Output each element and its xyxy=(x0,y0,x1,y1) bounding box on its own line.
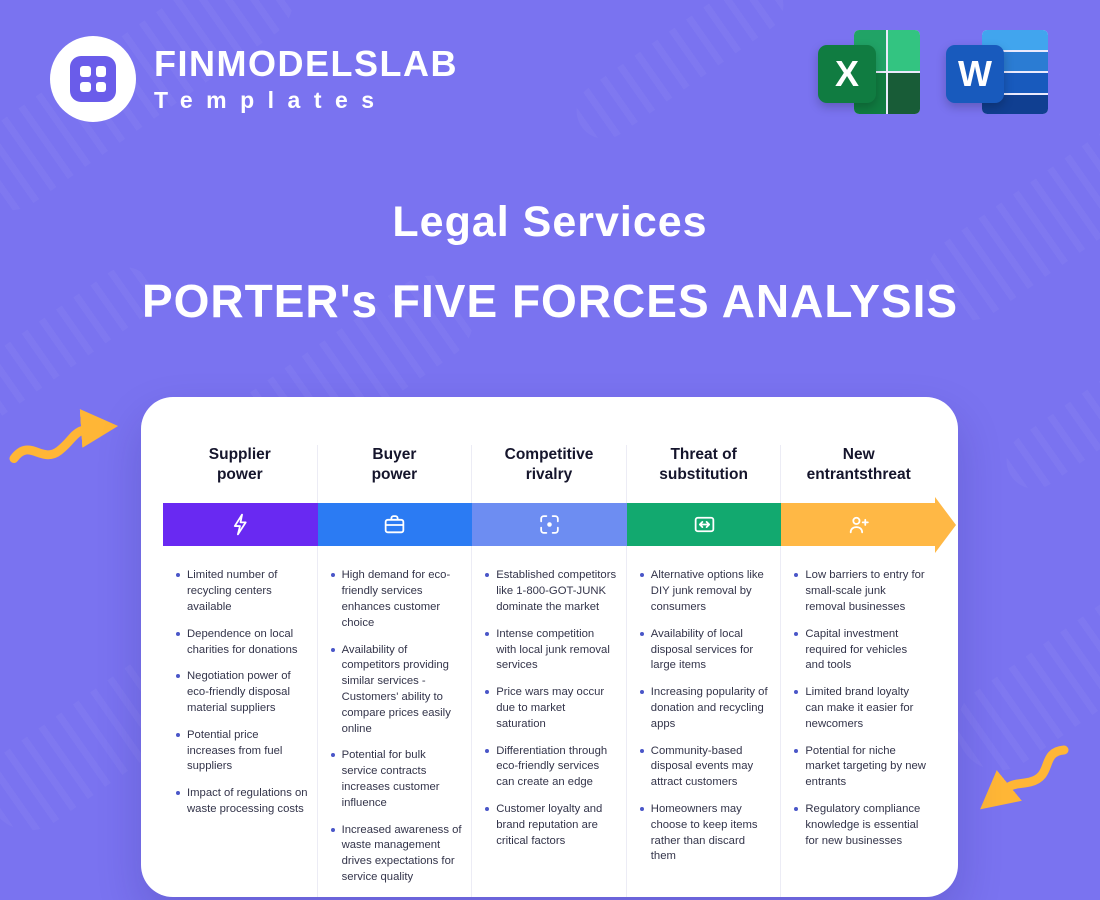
list-threat-of-substitution: Alternative options like DIY junk remova… xyxy=(627,546,782,897)
banner-segment-threat-of-substitution xyxy=(626,503,782,547)
list-buyer-power: High demand for eco-friendly services en… xyxy=(318,546,473,897)
bullet-item: Limited number of recycling centers avai… xyxy=(176,568,308,615)
brand-subtitle: Templates xyxy=(154,87,388,113)
yellow-arrow-doodle-left xyxy=(9,409,119,464)
finmodelslab-logo: FINMODELSLAB Templates xyxy=(50,36,458,122)
header-threat-of-substitution: Threat of substitution xyxy=(627,445,782,504)
bullet-item: Impact of regulations on waste processin… xyxy=(176,786,308,818)
bullet-item: Established competitors like 1-800-GOT-J… xyxy=(485,568,617,615)
bullet-item: Potential price increases from fuel supp… xyxy=(176,728,308,775)
bullet-item: Potential for bulk service contracts inc… xyxy=(330,748,463,811)
word-letter: W xyxy=(946,45,1004,103)
briefcase-icon xyxy=(385,515,405,534)
bullet-item: Increased awareness of waste management … xyxy=(330,823,463,886)
swap-arrows-icon xyxy=(694,517,714,533)
header-buyer-power: Buyer power xyxy=(318,445,473,504)
list-new-entrants-threat: Low barriers to entry for small-scale ju… xyxy=(781,546,936,897)
bullet-item: Low barriers to entry for small-scale ju… xyxy=(794,568,927,615)
excel-icon: X xyxy=(818,30,920,120)
list-competitive-rivalry: Established competitors like 1-800-GOT-J… xyxy=(472,546,627,897)
office-file-icons: X W xyxy=(818,30,1048,120)
word-icon: W xyxy=(946,30,1048,120)
bullet-item: Differentiation through eco-friendly ser… xyxy=(485,744,617,791)
banner-segment-buyer-power xyxy=(317,503,473,547)
title-main: PORTER's FIVE FORCES ANALYSIS xyxy=(141,275,959,327)
bullet-item: Increasing popularity of donation and re… xyxy=(639,685,772,732)
bullet-item: Regulatory compliance knowledge is essen… xyxy=(794,802,927,849)
bullet-item: Availability of local disposal services … xyxy=(639,627,772,674)
bullet-item: Price wars may occur due to market satur… xyxy=(485,685,617,732)
force-banner-band xyxy=(163,496,956,553)
logo-circle xyxy=(50,36,136,122)
page-title: Legal Services PORTER's FIVE FORCES ANAL… xyxy=(0,198,1100,328)
banner-arrow-head xyxy=(935,496,956,553)
header-competitive-rivalry: Competitive rivalry xyxy=(472,445,627,504)
force-lists-row: Limited number of recycling centers avai… xyxy=(163,546,936,897)
bullet-item: Community-based disposal events may attr… xyxy=(639,744,772,791)
bullet-item: Dependence on local charities for donati… xyxy=(176,627,308,659)
lightning-icon xyxy=(233,514,247,536)
yellow-arrow-doodle-right xyxy=(980,745,1069,810)
force-headers-row: Supplier power Buyer power Competitive r… xyxy=(163,445,936,504)
person-plus-icon xyxy=(849,517,869,534)
title-subject: Legal Services xyxy=(392,198,708,246)
banner-segment-competitive-rivalry xyxy=(472,503,627,547)
bullet-item: Availability of competitors providing si… xyxy=(330,643,463,738)
excel-letter: X xyxy=(818,45,876,103)
bullet-item: Alternative options like DIY junk remova… xyxy=(639,568,772,615)
header-supplier-power: Supplier power xyxy=(163,445,318,504)
list-supplier-power: Limited number of recycling centers avai… xyxy=(163,546,318,897)
bullet-item: Limited brand loyalty can make it easier… xyxy=(794,685,927,732)
header-new-entrants-threat: New entrantsthreat xyxy=(806,446,911,484)
target-icon xyxy=(540,515,559,534)
bullet-item: Intense competition with local junk remo… xyxy=(485,627,617,674)
background-brush-stroke xyxy=(565,0,795,150)
background-brush-stroke xyxy=(995,316,1100,500)
banner-segment-supplier-power xyxy=(163,503,318,547)
bullet-item: Customer loyalty and brand reputation ar… xyxy=(485,802,617,849)
bullet-item: Negotiation power of eco-friendly dispos… xyxy=(176,669,308,716)
five-forces-card: Supplier power Buyer power Competitive r… xyxy=(141,397,958,897)
bullet-item: Potential for niche market targeting by … xyxy=(794,744,927,791)
brand-name: FINMODELSLAB xyxy=(154,43,458,84)
bullet-item: High demand for eco-friendly services en… xyxy=(330,568,463,631)
banner-segment-new-entrants-threat xyxy=(781,496,956,553)
bullet-item: Capital investment required for vehicles… xyxy=(794,627,927,674)
bullet-item: Homeowners may choose to keep items rath… xyxy=(639,802,772,865)
grid-icon xyxy=(70,56,116,102)
